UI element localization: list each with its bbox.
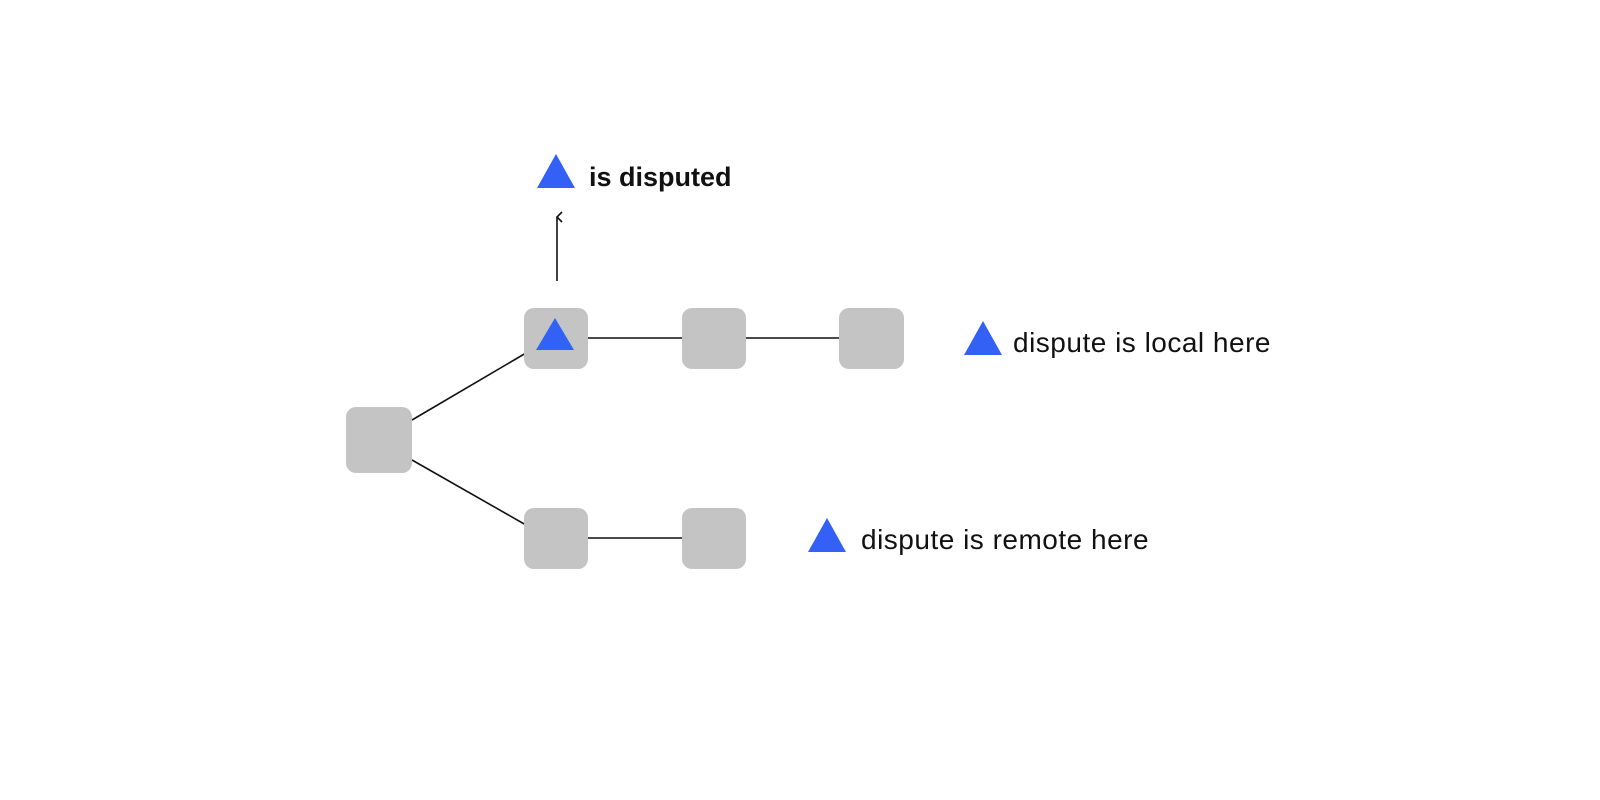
triangle-marker-icon	[808, 518, 846, 552]
remote-legend: dispute is remote here	[808, 518, 1149, 555]
edge-root-to-upper	[411, 352, 527, 421]
local-legend: dispute is local here	[964, 321, 1271, 358]
edges	[411, 337, 840, 539]
root-node	[346, 407, 412, 473]
edge-root-to-lower	[411, 459, 527, 526]
triangle-marker-icon	[537, 154, 575, 188]
upper-node-2	[682, 308, 746, 369]
upper-node-3	[839, 308, 904, 369]
lower-node-2	[682, 508, 746, 569]
local-label: dispute is local here	[1013, 327, 1271, 358]
remote-label: dispute is remote here	[861, 524, 1149, 555]
disputed-legend: is disputed	[537, 154, 732, 192]
lower-node-1	[524, 508, 588, 569]
triangle-marker-icon	[536, 318, 574, 350]
disputed-label: is disputed	[589, 162, 732, 192]
triangle-marker-icon	[964, 321, 1002, 355]
